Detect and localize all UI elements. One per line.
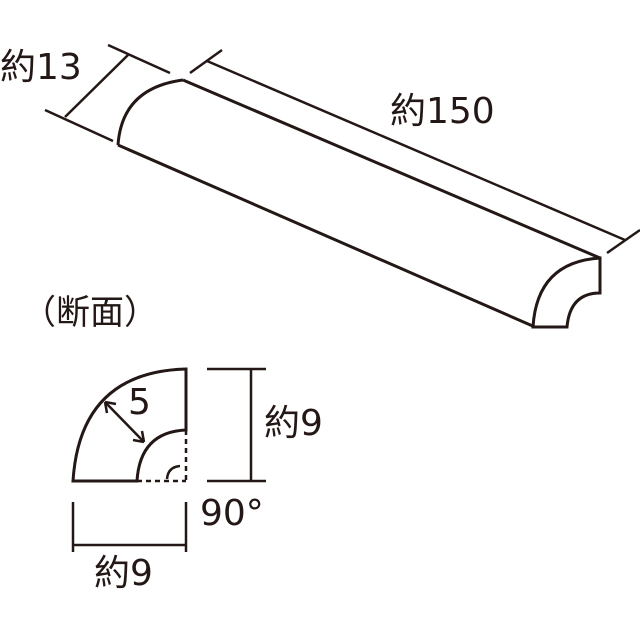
dimension-height bbox=[207, 367, 266, 483]
dimension-13 bbox=[44, 43, 171, 143]
width-dimension-label: 約13 bbox=[0, 47, 82, 88]
right-end-profile bbox=[531, 256, 602, 329]
bottom-edge bbox=[117, 143, 536, 329]
thickness-label: 5 bbox=[128, 382, 151, 423]
left-end-arc bbox=[116, 78, 184, 146]
cross-section bbox=[71, 367, 188, 483]
section-outline bbox=[71, 367, 188, 483]
molding-body bbox=[116, 78, 602, 329]
section-title: （断面） bbox=[22, 293, 158, 333]
top-edge bbox=[182, 78, 601, 260]
base-dimension-label: 約9 bbox=[94, 553, 153, 594]
length-dimension-label: 約150 bbox=[390, 91, 495, 132]
hidden-lines bbox=[137, 430, 188, 483]
dimension-150 bbox=[189, 48, 640, 255]
dimension-base bbox=[71, 502, 188, 552]
thickness-arrow bbox=[103, 400, 146, 444]
angle-label: 90° bbox=[200, 493, 264, 534]
height-dimension-label: 約9 bbox=[264, 403, 323, 444]
right-angle-arc bbox=[165, 464, 181, 480]
